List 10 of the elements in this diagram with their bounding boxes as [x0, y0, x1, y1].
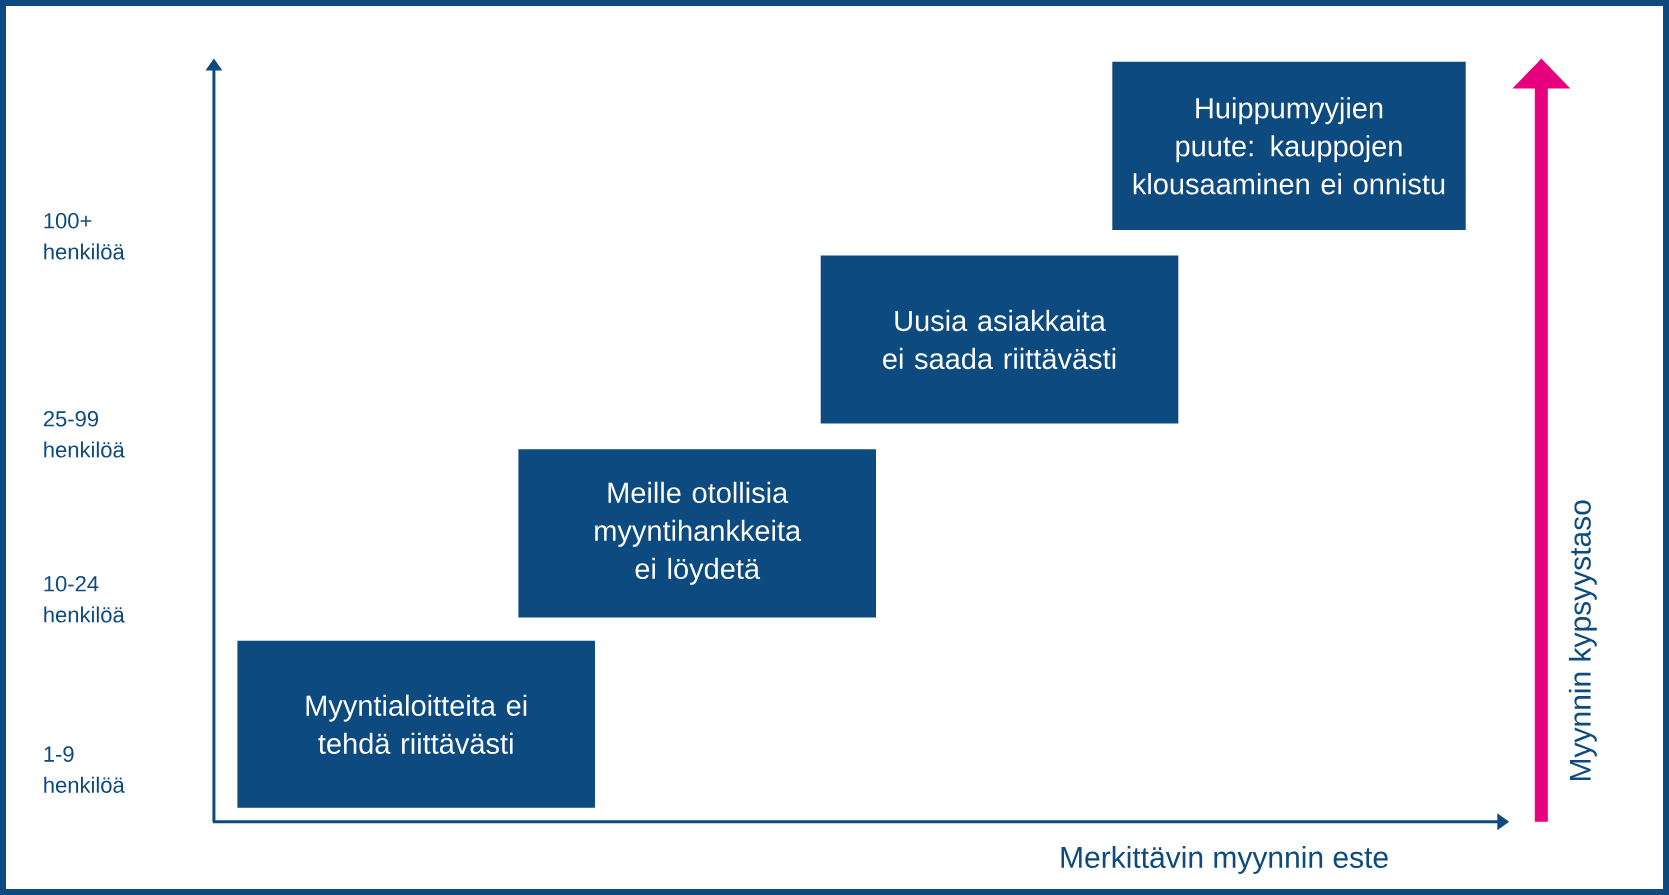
tick-label: 25-99 henkilöä [43, 411, 125, 458]
tick-label: 10-24 henkilöä [44, 576, 125, 623]
axis-title: Myynnin kypsyystaso [1568, 500, 1597, 781]
tick-label: 1-9 henkilöä [44, 746, 125, 793]
tick-label: 100+ henkilöä [44, 213, 125, 260]
text-box: Myyntialoitteita ei tehdä riittävästi [237, 640, 595, 808]
text-box: Uusia asiakkaita ei saada riittävästi [820, 255, 1179, 424]
text-box: Huippumyyjien puute: kauppojen klousaaminen ei onnistu [1112, 61, 1466, 230]
text-box: Meille otollisia myyntihankkeita ei löydetä [518, 449, 876, 618]
axis-title: Merkittävin myynnin este [1061, 846, 1388, 874]
